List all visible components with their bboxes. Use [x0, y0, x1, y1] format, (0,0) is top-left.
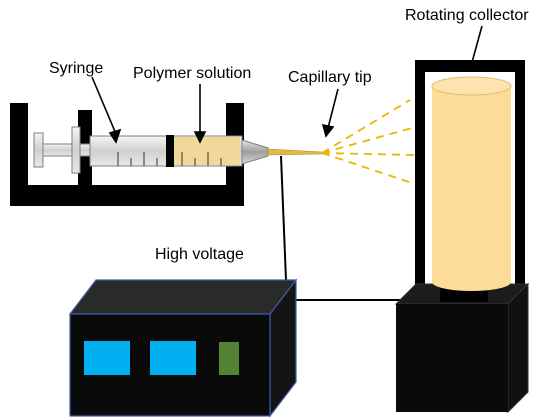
- rotating-collector-assembly: [394, 60, 530, 414]
- high-voltage-supply: [68, 278, 298, 418]
- label-syringe: Syringe: [49, 60, 103, 77]
- syringe-barrel: [89, 135, 243, 167]
- syringe-graduations: [117, 152, 222, 166]
- label-capillary-tip: Capillary tip: [288, 69, 372, 86]
- fiber-jet-spray: [321, 99, 416, 184]
- voltage-wires: [280, 155, 436, 301]
- collector-base-front: [396, 304, 508, 412]
- pointer-arrows: [91, 25, 483, 144]
- supply-top: [68, 279, 298, 315]
- supply-display-right: [150, 341, 196, 375]
- syringe-plunger: [33, 126, 92, 174]
- capillary-tip: [267, 148, 323, 156]
- label-rotating-collector: Rotating collector: [405, 7, 529, 24]
- syringe-holder: [10, 103, 244, 206]
- supply-display-left: [84, 341, 130, 375]
- syringe-rubber-stopper: [166, 135, 174, 167]
- label-polymer-solution: Polymer solution: [133, 65, 251, 82]
- polymer-solution: [170, 137, 240, 165]
- supply-indicator: [219, 342, 239, 375]
- needle-hub: [241, 139, 269, 165]
- label-high-voltage: High voltage: [155, 246, 244, 263]
- rotating-collector-drum: [431, 76, 512, 291]
- collector-base-side: [507, 282, 529, 414]
